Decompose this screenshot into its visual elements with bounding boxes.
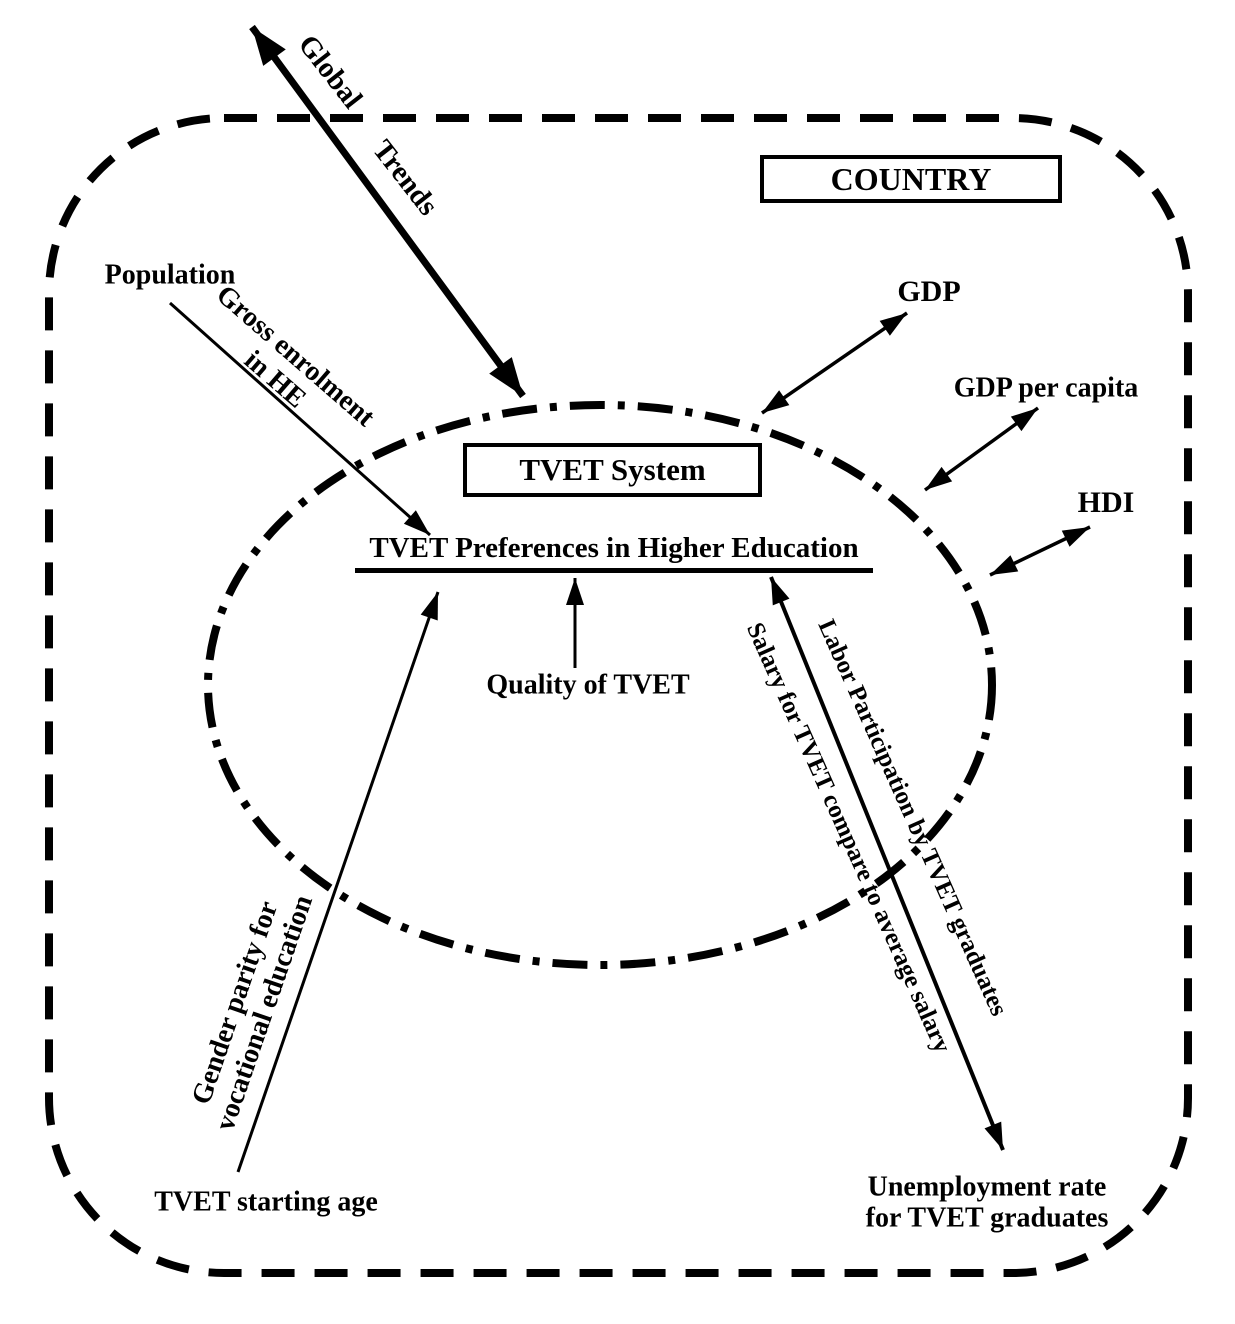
global-trends-arrow bbox=[249, 24, 526, 399]
quality-label: Quality of TVET bbox=[486, 669, 690, 701]
tvet-starting-age-label: TVET starting age bbox=[154, 1186, 378, 1218]
hdi-arrow bbox=[989, 525, 1091, 577]
population-arrow bbox=[169, 301, 431, 537]
country-boundary bbox=[45, 114, 1192, 1277]
center-title: TVET Preferences in Higher Education bbox=[355, 532, 873, 573]
gdp-per-capita-arrow bbox=[923, 406, 1040, 492]
gdp-per-capita-label: GDP per capita bbox=[953, 372, 1139, 404]
unemployment-label: Unemployment rate for TVET graduates bbox=[866, 1172, 1109, 1235]
hdi-label: HDI bbox=[1077, 486, 1135, 520]
gdp-arrow bbox=[761, 311, 908, 415]
population-label: Population bbox=[104, 259, 236, 291]
gender-parity-arrow bbox=[236, 591, 440, 1173]
country-label: COUNTRY bbox=[830, 160, 992, 197]
salary-labor-arrow bbox=[769, 576, 1005, 1151]
unemployment-line1: Unemployment rate bbox=[867, 1171, 1107, 1203]
tvet-system-box: TVET System bbox=[463, 443, 762, 497]
unemployment-line2: for TVET graduates bbox=[865, 1203, 1109, 1234]
gdp-label: GDP bbox=[897, 275, 961, 309]
tvet-system-label: TVET System bbox=[519, 452, 706, 487]
country-box: COUNTRY bbox=[760, 155, 1062, 203]
